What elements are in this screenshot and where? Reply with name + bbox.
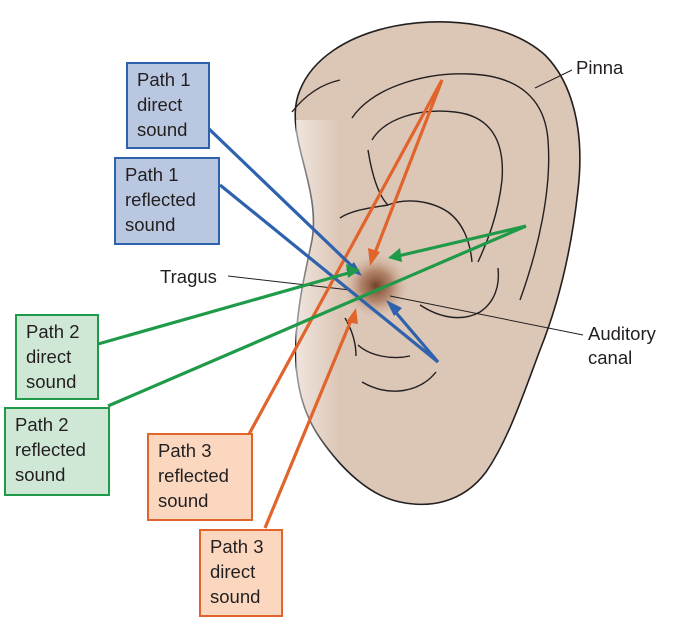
- path1-direct-box: Path 1 direct sound: [126, 62, 210, 149]
- path2-reflected-box: Path 2 reflected sound: [4, 407, 110, 496]
- box-line: Path 3: [158, 440, 212, 461]
- box-line: reflected: [158, 465, 229, 486]
- concha-upper: [387, 200, 473, 263]
- box-line: direct: [26, 346, 72, 367]
- box-line: direct: [210, 561, 256, 582]
- box-line: Path 2: [15, 414, 69, 435]
- face-shading: [296, 120, 340, 480]
- helix-fold: [291, 79, 341, 113]
- box-line: reflected: [15, 439, 86, 460]
- path3-direct-box: Path 3 direct sound: [199, 529, 283, 617]
- path1-reflected-bounce: [390, 306, 440, 364]
- box-line: sound: [137, 119, 188, 140]
- box-line: Path 2: [26, 321, 80, 342]
- path2-direct-line: [97, 270, 353, 346]
- antitragus-curve: [419, 267, 500, 319]
- path3-direct-line: [263, 317, 354, 529]
- path1-lines: [206, 126, 440, 364]
- path3-reflected-box: Path 3 reflected sound: [147, 433, 253, 521]
- antihelix-crus: [367, 149, 389, 206]
- box-line: direct: [137, 94, 183, 115]
- pinna-pointer-line: [534, 69, 573, 89]
- auditory-canal-opening: [342, 252, 410, 320]
- auditory-canal-label-line1: Auditory: [588, 323, 656, 344]
- helix-inner-line: [351, 73, 550, 301]
- path2-reflected-bounce: [397, 224, 527, 258]
- path2-direct-box: Path 2 direct sound: [15, 314, 99, 400]
- box-line: sound: [125, 214, 176, 235]
- path3-direct-arrowhead: [346, 308, 358, 324]
- concha-curve: [339, 204, 389, 219]
- box-line: Path 3: [210, 536, 264, 557]
- box-line: reflected: [125, 189, 196, 210]
- path1-direct-line: [206, 126, 358, 272]
- path3-reflected-arrowhead: [368, 248, 380, 266]
- box-line: Path 1: [125, 164, 179, 185]
- path1-reflected-box: Path 1 reflected sound: [114, 157, 220, 245]
- path2-lines: [97, 224, 527, 408]
- path3-reflected-bounce: [371, 79, 444, 259]
- box-line: sound: [15, 464, 66, 485]
- path2-reflected-line: [107, 224, 527, 408]
- pinna-label: Pinna: [576, 57, 624, 78]
- path2-direct-arrowhead: [346, 264, 360, 278]
- lobe-lower-line: [361, 371, 437, 392]
- path2-reflected-arrowhead: [388, 248, 402, 262]
- auditory-canal-label-line2: canal: [588, 347, 633, 368]
- auditory-canal-pointer-line: [389, 295, 584, 336]
- auditory-canal-label: Auditory canal: [588, 322, 656, 370]
- intertragic-notch: [344, 317, 357, 357]
- antihelix-line: [371, 110, 504, 263]
- box-line: Path 1: [137, 69, 191, 90]
- lobe-inner-line: [357, 344, 411, 359]
- path1-reflected-line: [218, 183, 440, 364]
- box-line: sound: [26, 371, 77, 392]
- box-line: sound: [210, 586, 261, 607]
- box-line: sound: [158, 490, 209, 511]
- tragus-label: Tragus: [160, 266, 217, 287]
- path1-reflected-arrowhead: [386, 300, 402, 316]
